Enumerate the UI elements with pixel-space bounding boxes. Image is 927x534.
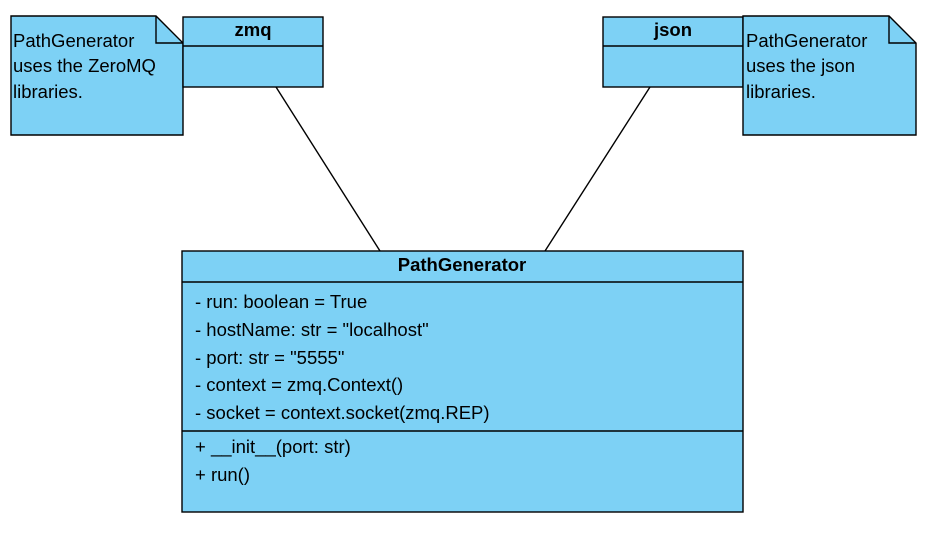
json-association-line [544,86,651,252]
zmq-note: PathGenerator uses the ZeroMQ libraries. [10,15,184,136]
class-name: PathGenerator [398,254,527,275]
pathgenerator-class: PathGenerator - run: boolean = True - ho… [181,250,744,513]
zmq-package: zmq [182,16,324,88]
json-note: PathGenerator uses the json libraries. [742,15,917,136]
zmq-note-body [10,15,184,136]
json-package: json [602,16,744,88]
class-attribute: - context = zmq.Context() [195,374,403,395]
json-note-line: libraries. [746,81,816,102]
class-attribute: - socket = context.socket(zmq.REP) [195,402,490,423]
class-box [181,250,744,513]
json-note-line: PathGenerator [746,30,867,51]
zmq-note-line: libraries. [13,81,83,102]
class-method: + __init__(port: str) [195,436,351,458]
zmq-note-line: PathGenerator [13,30,134,51]
zmq-note-fold [155,16,183,44]
zmq-package-name: zmq [235,19,272,40]
zmq-note-line: uses the ZeroMQ [13,55,156,76]
class-attribute: - port: str = "5555" [195,347,344,368]
json-note-body [742,15,917,136]
zmq-association-line [275,86,381,252]
json-note-fold [888,16,916,44]
class-method: + run() [195,464,250,485]
json-package-name: json [653,19,692,40]
class-attribute: - hostName: str = "localhost" [195,319,429,340]
class-attribute: - run: boolean = True [195,291,367,312]
json-note-line: uses the json [746,55,855,76]
zmq-package-box [182,16,324,88]
